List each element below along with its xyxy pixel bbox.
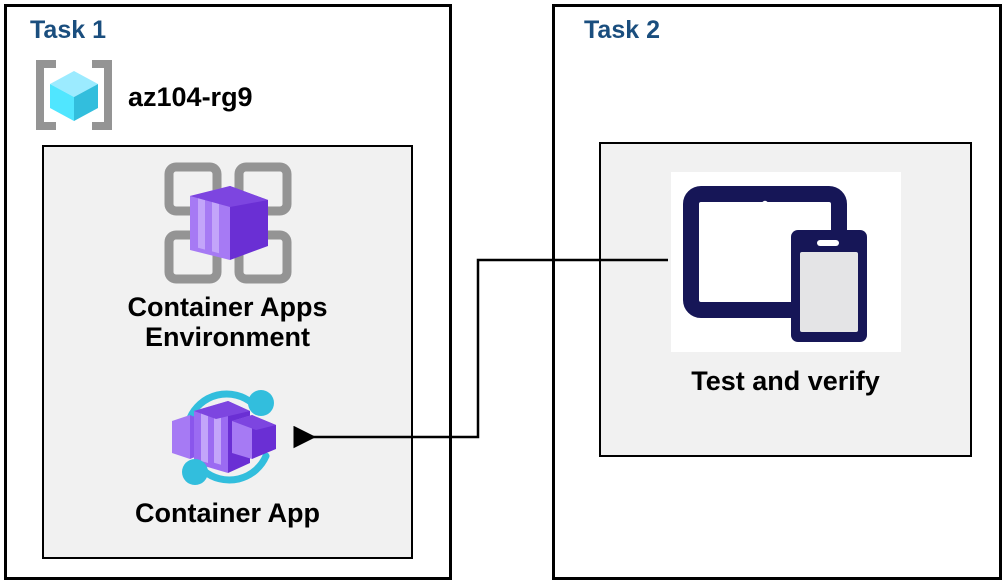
resource-group-icon — [32, 58, 116, 137]
container-apps-environment-icon — [161, 159, 295, 292]
container-app-icon — [164, 381, 292, 498]
task-2-label: Task 2 — [584, 16, 660, 44]
task-2-panel: Test and verify — [599, 142, 972, 457]
task-1-panel: Container Apps Environment — [42, 145, 413, 559]
resource-group-name: az104-rg9 — [128, 82, 253, 112]
devices-test-icon — [670, 172, 901, 352]
resource-group-row[interactable]: az104-rg9 — [32, 58, 253, 137]
node-container-apps-environment-label: Container Apps Environment — [127, 292, 328, 353]
task-2-frame: Test and verify — [552, 4, 1002, 580]
task-1-label: Task 1 — [30, 16, 106, 44]
node-container-app[interactable]: Container App — [44, 381, 411, 528]
node-test-and-verify-label: Test and verify — [691, 366, 880, 396]
node-container-app-label: Container App — [135, 498, 320, 528]
node-test-and-verify[interactable]: Test and verify — [601, 172, 970, 396]
node-container-apps-environment[interactable]: Container Apps Environment — [44, 159, 411, 352]
